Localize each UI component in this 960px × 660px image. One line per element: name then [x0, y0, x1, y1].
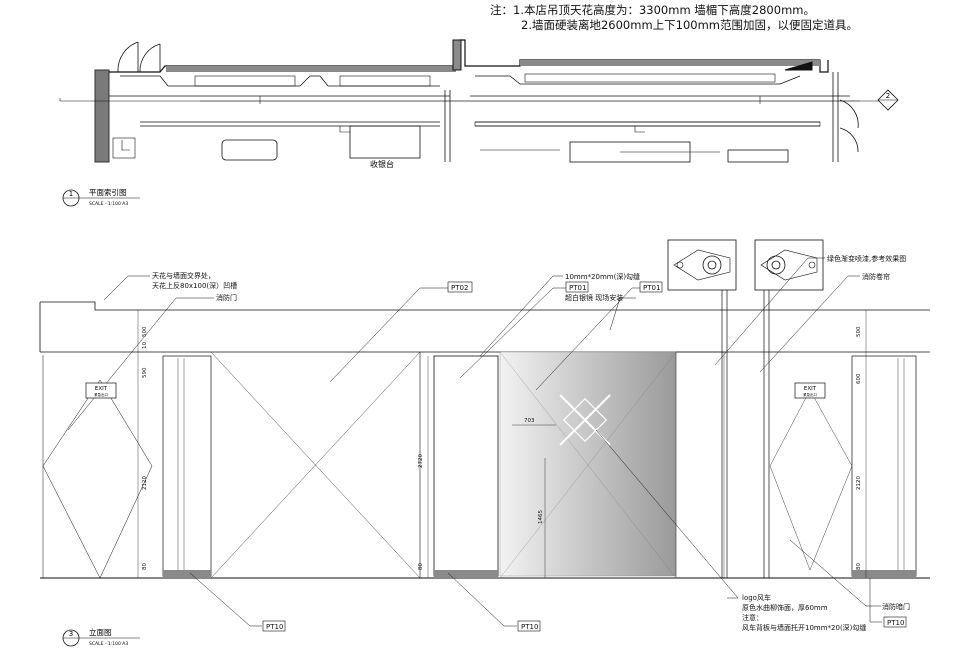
callout-logo-1: logo风车: [742, 593, 771, 602]
dimension-labels: 500 10 590 2120 80 2720 80 703 1465 500 …: [142, 326, 862, 570]
callout-logo-2: 原色水曲柳饰面，厚60mm: [742, 603, 828, 612]
dim-left-1: 10: [142, 342, 148, 349]
plan-view-name: 平面索引图: [89, 187, 127, 197]
elevation-view: [39, 239, 930, 627]
plan-view-scale: SCALE - 1:100 A3: [89, 201, 128, 207]
callout-ceiling-joint-2: 天花上反80x100(深）凹槽: [152, 281, 237, 290]
plan-door-swing: [117, 41, 161, 73]
dim-left-0: 500: [142, 326, 148, 337]
drawing-notes: 注：1.本店吊顶天花高度为：3300mm 墙楣下高度2800mm。 2.墙面硬装…: [490, 3, 858, 33]
plan-wall-fill-left: [166, 66, 456, 72]
plan-view-title: 1 平面索引图 SCALE - 1:100 A3: [62, 187, 140, 207]
ceiling-profile: [40, 301, 930, 311]
elevation-view-number: 3: [69, 630, 73, 638]
section-marker-number: 2: [886, 92, 890, 100]
dim-left-4: 80: [142, 563, 148, 570]
dim-logo-offset: 703: [524, 418, 535, 424]
dim-left-3: 2120: [142, 476, 148, 490]
dim-left-2: 590: [142, 367, 148, 378]
dim-right-2: 2120: [856, 476, 862, 490]
callout-shutter: 消防卷帘: [862, 272, 890, 281]
plan-left-wall: [94, 69, 110, 163]
callout-pt10-c: PT10: [887, 619, 904, 627]
callout-pt10-a: PT10: [266, 623, 283, 631]
green-gradient-panel: [499, 351, 677, 577]
dim-mid-bottom: 80: [418, 563, 424, 570]
plan-view-number: 1: [69, 190, 73, 198]
exit-sign-right-label: EXIT: [804, 386, 817, 392]
exit-sign-left-label: EXIT: [95, 386, 108, 392]
note-line-2: 2.墙面硬装离地2600mm上下100mm范围加固，以便固定道具。: [521, 18, 858, 32]
exit-sign-right-sublabel: 紧急出口: [803, 392, 817, 397]
left-exit-door-panel: [42, 355, 153, 579]
callout-green-paint: 绿色渐变喷漆,参考效果图: [827, 254, 906, 263]
shutter-box-right: [754, 239, 824, 291]
hidden-fire-door-panel: [851, 355, 917, 577]
callout-mirror: 超白银镜 现场安装: [565, 293, 623, 302]
plan-cashier-counter: [349, 125, 421, 159]
elevation-callouts: 天花与墙面交界处， 天花上反80x100(深）凹槽 消防门 PT02 10mm*…: [152, 254, 910, 632]
shutter-box-left: [667, 239, 737, 291]
elevation-view-name: 立面图: [89, 627, 112, 637]
dim-right-3: 80: [856, 563, 862, 570]
logo-windmill: [559, 394, 611, 446]
callout-groove: 10mm*20mm(深)勾缝: [565, 272, 640, 281]
callout-pt01-b: PT01: [643, 284, 660, 292]
exit-sign-left: EXIT 紧急出口: [85, 382, 117, 399]
callout-logo-3: 注意：: [742, 613, 763, 622]
dim-right-1: 600: [856, 373, 862, 384]
fire-door-panel: [162, 355, 212, 577]
note-line-1: 注：1.本店吊顶天花高度为：3300mm 墙楣下高度2800mm。: [490, 3, 815, 17]
plan-column: [452, 39, 462, 71]
callout-fire-door: 消防门: [216, 293, 237, 302]
callout-pt01-a: PT01: [569, 284, 586, 292]
elevation-view-title: 3 立面图 SCALE - 1:100 A3: [62, 627, 140, 647]
mirror-door-panel: [433, 355, 499, 577]
plan-view: [59, 39, 899, 163]
dim-logo-height: 1465: [538, 510, 544, 524]
plan-wall-corner: [784, 61, 813, 71]
elevation-view-scale: SCALE - 1:100 A3: [89, 641, 128, 647]
plan-display-fixtures: [120, 75, 801, 87]
exit-sign-right: EXIT 紧急出口: [794, 382, 826, 399]
plan-top-wall: [109, 39, 829, 73]
plan-counter-label: 收银台: [370, 159, 394, 169]
callout-pt10-b: PT10: [521, 623, 538, 631]
callout-ceiling-joint-1: 天花与墙面交界处，: [152, 271, 215, 280]
callout-pt02: PT02: [451, 284, 468, 292]
dim-right-0: 500: [856, 326, 862, 337]
callout-logo-4: 风车背板与墙面托开10mm*20(深)勾缝: [742, 623, 866, 632]
dim-mid-height: 2720: [418, 454, 424, 468]
exit-sign-left-sublabel: 紧急出口: [94, 392, 108, 397]
pt02-panel-diagonals: [210, 351, 421, 579]
plan-wall-fill-right: [520, 60, 820, 66]
callout-hidden-door: 消防暗门: [882, 602, 910, 611]
